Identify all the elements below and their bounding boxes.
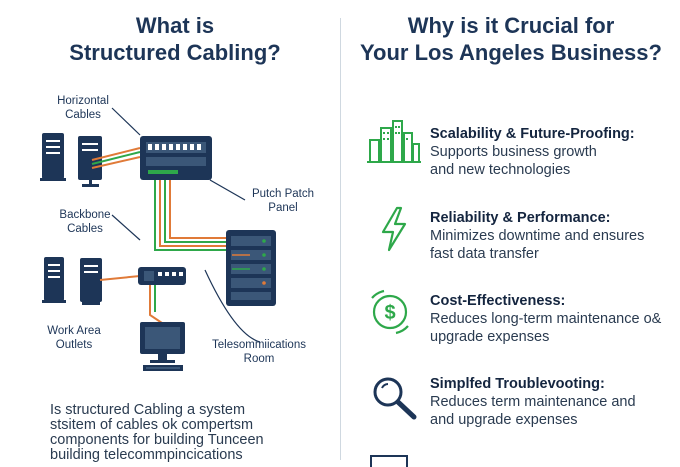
label-text: Putch Patch bbox=[251, 188, 314, 200]
label-horizontal-cables: Horizontal Cables bbox=[48, 94, 118, 122]
right-title: Why is it Crucial for Your Los Angeles B… bbox=[352, 12, 670, 66]
right-title-line2: Your Los Angeles Business? bbox=[360, 40, 662, 65]
feature-cost: Cost-Effectiveness: Reduces long-term ma… bbox=[430, 293, 661, 346]
desktop-tower-icon bbox=[80, 258, 102, 305]
feature-scalability: Scalability & Future-Proofing: Supports … bbox=[430, 126, 635, 179]
feature-desc: Supports business growth bbox=[430, 144, 597, 160]
desktop-tower-icon bbox=[40, 133, 66, 181]
feature-desc: Reduces term maintenance and bbox=[430, 394, 636, 410]
label-text: Work Area bbox=[47, 325, 101, 337]
feature-desc: fast data transfer bbox=[430, 246, 539, 262]
intro-text: Is structured Cabling a system stsitem o… bbox=[50, 403, 264, 463]
feature-title: Scalability & Future-Proofing: bbox=[430, 126, 635, 142]
label-text: Horizontal bbox=[57, 95, 109, 107]
intro-line: Is structured Cabling a system bbox=[50, 402, 246, 418]
patch-panel-icon bbox=[140, 136, 212, 180]
feature-title: Cost-Effectiveness: bbox=[430, 293, 566, 309]
label-text: Outlets bbox=[55, 339, 93, 351]
desktop-tower-icon bbox=[78, 136, 102, 187]
feature-desc: upgrade expenses bbox=[430, 329, 550, 345]
label-text: Cables bbox=[67, 223, 103, 235]
label-patch-panel: Putch Patch Panel bbox=[244, 187, 322, 215]
intro-line: components for building Tunceen bbox=[50, 432, 264, 448]
server-rack-icon bbox=[226, 230, 276, 306]
wall-outlet-icon bbox=[138, 267, 186, 285]
column-divider bbox=[340, 18, 341, 460]
magnifier-icon bbox=[373, 377, 417, 420]
label-text: Backbone bbox=[59, 209, 111, 221]
feature-desc: Reduces long-term maintenance o& bbox=[430, 311, 662, 327]
feature-desc: and new technologies bbox=[430, 162, 571, 178]
lightning-icon bbox=[381, 206, 407, 252]
feature-desc: and upgrade expenses bbox=[430, 412, 578, 428]
label-text: Panel bbox=[268, 202, 298, 214]
intro-line: building telecommpincications bbox=[50, 447, 243, 463]
left-title-line1: What is bbox=[135, 13, 215, 38]
feature-troubleshooting: Simplfed Troublevooting: Reduces term ma… bbox=[430, 376, 636, 429]
desktop-tower-icon bbox=[42, 257, 66, 303]
intro-line: stsitem of cables ok compertsm bbox=[50, 417, 254, 433]
cabling-diagram bbox=[40, 107, 276, 371]
monitor-icon bbox=[140, 322, 185, 371]
label-text: Cables bbox=[65, 109, 101, 121]
left-title: What is Structured Cabling? bbox=[20, 12, 330, 66]
feature-title: Simplfed Troublevooting: bbox=[430, 376, 605, 392]
svg-text:$: $ bbox=[384, 302, 395, 324]
city-growth-icon bbox=[367, 120, 421, 163]
label-backbone-cables: Backbone Cables bbox=[50, 208, 120, 236]
label-telecom-room: Telesommiications Room bbox=[203, 338, 315, 366]
label-text: Room bbox=[243, 353, 275, 365]
feature-desc: Minimizes downtime and ensures bbox=[430, 228, 645, 244]
label-work-area-outlets: Work Area Outlets bbox=[38, 324, 110, 352]
feature-title: Reliability & Performance: bbox=[430, 210, 611, 226]
left-title-line2: Structured Cabling? bbox=[69, 40, 281, 65]
right-title-line1: Why is it Crucial for bbox=[407, 13, 615, 38]
partial-icon bbox=[370, 455, 408, 467]
feature-reliability: Reliability & Performance: Minimizes dow… bbox=[430, 210, 644, 263]
dollar-cycle-icon: $ bbox=[371, 289, 409, 335]
label-text: Telesommiications bbox=[212, 339, 306, 351]
